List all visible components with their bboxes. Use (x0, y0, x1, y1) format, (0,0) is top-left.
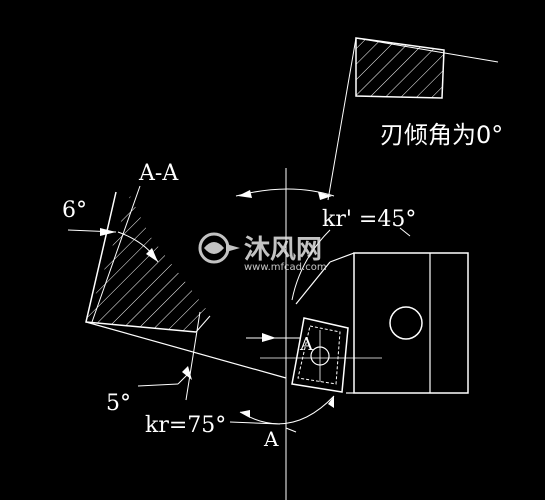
section-a-a (67, 185, 287, 401)
watermark-brand: 沐风网 (244, 235, 322, 265)
kr-dimension (229, 395, 335, 433)
rake-angle-note: 刃倾角为0° (380, 121, 503, 149)
tool-holder (291, 229, 469, 394)
insert (246, 317, 382, 393)
section-mark-top: A (299, 334, 314, 355)
angle-5-label: 5° (106, 391, 131, 416)
angle-6-label: 6° (62, 198, 87, 223)
section-mark-bottom: A (263, 427, 279, 451)
watermark: 沐风网 www.mfcad.com (198, 232, 327, 273)
section-label: A-A (138, 161, 179, 186)
watermark-url: www.mfcad.com (244, 262, 327, 273)
rake-view-insert (327, 37, 499, 201)
angle-kr-label: kr=75° (145, 413, 226, 438)
watermark-logo-icon (198, 232, 240, 264)
center-axis (235, 168, 411, 500)
angle-kr-prime-label: kr' =45° (322, 207, 416, 232)
